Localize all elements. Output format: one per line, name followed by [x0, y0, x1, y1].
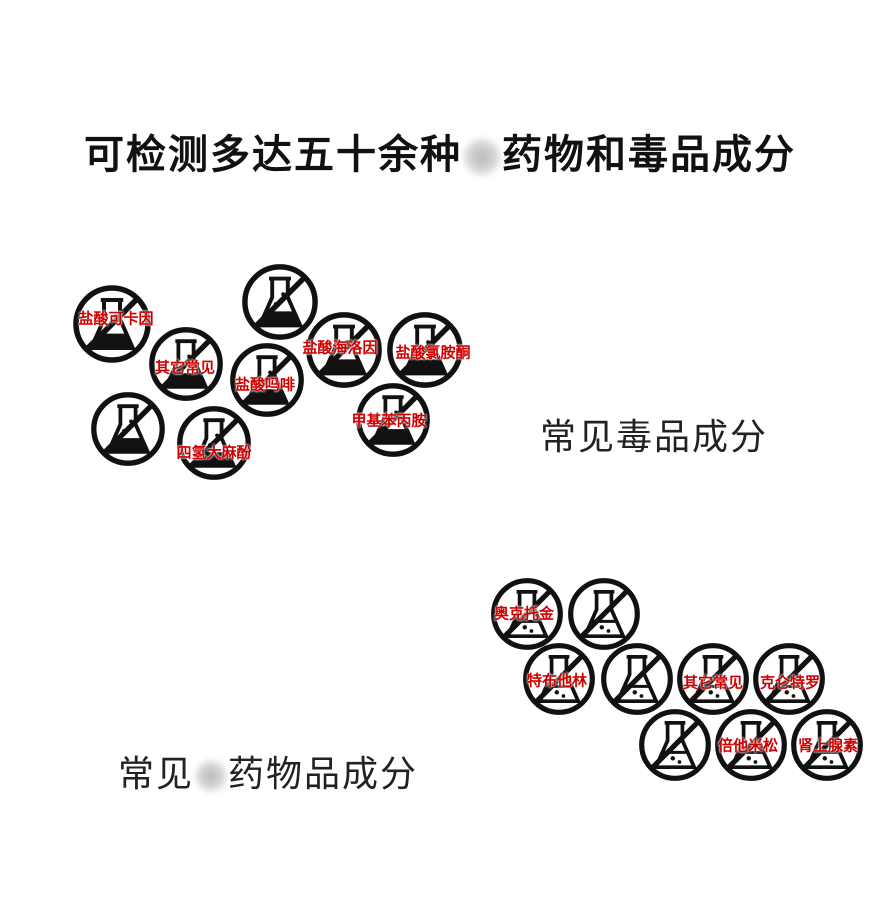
banned-flask-icon: [90, 391, 166, 467]
drug-label: 四氢大麻酚: [176, 443, 252, 462]
drug-label: 其它常见: [154, 358, 216, 377]
page-title: 可检测多达五十余种药物和毒品成分: [84, 132, 796, 178]
stimulant-section-heading: 常见药物品成分: [118, 754, 419, 795]
stim-label: 倍他米松: [717, 736, 779, 755]
drug-label: 甲基苯丙胺: [351, 411, 427, 430]
blurred-text: [194, 759, 229, 793]
drug-label: 盐酸可卡因: [78, 309, 154, 328]
stim-label: 奥克托金: [493, 604, 555, 623]
stim-label: 肾上腺素: [797, 736, 859, 755]
banned-flask-icon: [567, 577, 641, 651]
drug-label: 盐酸吗啡: [234, 375, 296, 394]
stim-label: 其它常见: [682, 673, 744, 692]
banned-flask-icon: [600, 642, 674, 716]
blurred-text: [462, 137, 502, 177]
stim-label: 特布他林: [526, 671, 588, 690]
drug-label: 盐酸氯胺酮: [395, 343, 471, 362]
banned-flask-icon: [638, 708, 712, 782]
stim-label: 克仑特罗: [759, 673, 821, 692]
drug-section-heading: 常见毒品成分: [540, 417, 769, 458]
drug-label: 盐酸海洛因: [302, 338, 378, 357]
